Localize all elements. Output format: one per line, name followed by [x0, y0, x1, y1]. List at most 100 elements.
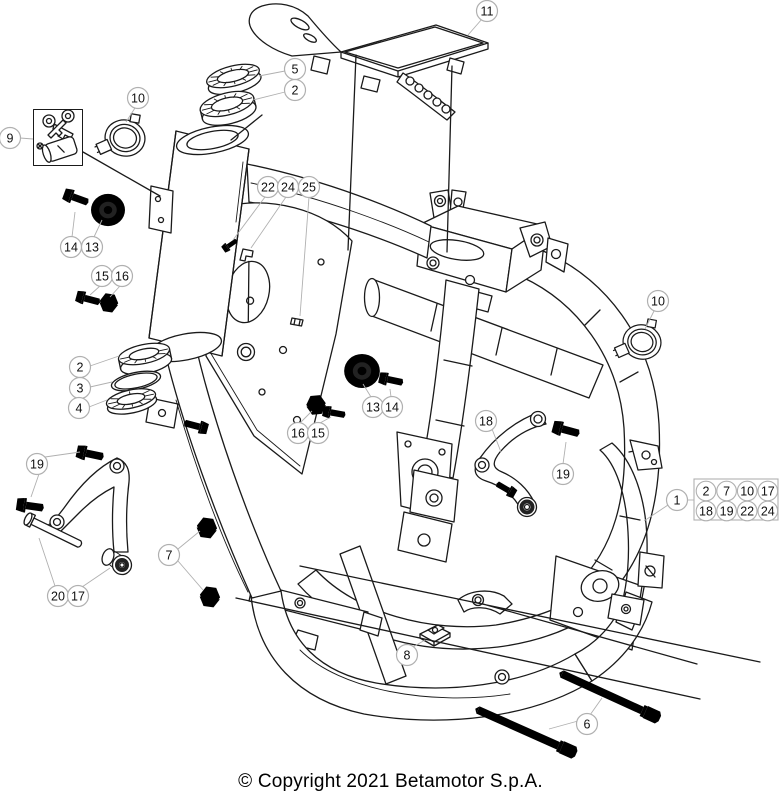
- callout-circle[interactable]: [0, 126, 22, 150]
- legend-callout-24[interactable]: 24: [757, 500, 779, 522]
- legend-callout-19[interactable]: 19: [716, 500, 737, 522]
- callout-number: 19: [556, 467, 570, 481]
- bolt-part-19-right: [551, 419, 582, 441]
- leader-line: [232, 196, 266, 241]
- legend-number: 7: [723, 484, 730, 498]
- callout-25-7[interactable]: 25: [297, 175, 321, 199]
- callout-circle[interactable]: [646, 289, 670, 313]
- callout-2-12[interactable]: 2: [68, 355, 92, 379]
- callout-circle[interactable]: [110, 264, 134, 288]
- callout-circle[interactable]: [474, 409, 498, 433]
- leader-line: [299, 410, 313, 424]
- bolt-part-15-mid: [321, 405, 347, 421]
- engine-bracket-left: [45, 457, 130, 553]
- callout-24-6[interactable]: 24: [276, 175, 300, 199]
- callout-16-11[interactable]: 16: [110, 264, 134, 288]
- leader-line: [250, 196, 287, 249]
- callout-number: 24: [281, 180, 295, 194]
- leader-line: [362, 383, 372, 398]
- callout-circle[interactable]: [67, 396, 91, 420]
- legend-callout-22[interactable]: 22: [736, 500, 758, 522]
- callout-circle[interactable]: [380, 395, 404, 419]
- callout-number: 13: [85, 240, 99, 254]
- callout-9-4[interactable]: 9: [0, 126, 22, 150]
- guard-plate-part-1: [599, 439, 665, 631]
- legend-circle[interactable]: [757, 500, 779, 522]
- legend-circle[interactable]: [695, 500, 717, 522]
- leader-line: [491, 428, 502, 453]
- frame-cross-tube: [363, 277, 604, 399]
- alignment-lines: [82, 54, 761, 700]
- callout-number: 1: [674, 493, 681, 507]
- leader-line: [30, 473, 40, 498]
- callout-20-25[interactable]: 20: [46, 584, 70, 608]
- callout-circle[interactable]: [306, 421, 330, 445]
- callout-14-8[interactable]: 14: [59, 235, 83, 259]
- mount-plate-near-8: [457, 590, 513, 615]
- callout-circle[interactable]: [157, 543, 181, 567]
- legend-callout-17[interactable]: 17: [757, 480, 779, 502]
- legend-callout-18[interactable]: 18: [695, 500, 717, 522]
- callout-16-18[interactable]: 16: [286, 421, 310, 445]
- callout-14-17[interactable]: 14: [380, 395, 404, 419]
- callout-13-16[interactable]: 13: [361, 395, 385, 419]
- leader-line: [81, 567, 111, 588]
- callout-circle[interactable]: [297, 175, 321, 199]
- callout-circle[interactable]: [126, 86, 150, 110]
- callout-4-14[interactable]: 4: [67, 396, 91, 420]
- leader-line: [19, 137, 34, 140]
- callout-number: 25: [302, 180, 316, 194]
- callout-5-1[interactable]: 5: [283, 57, 307, 81]
- callout-circle[interactable]: [575, 712, 599, 736]
- legend-circle[interactable]: [716, 500, 737, 522]
- callout-circle[interactable]: [395, 643, 419, 667]
- callout-3-13[interactable]: 3: [68, 376, 92, 400]
- leader-line: [93, 219, 103, 238]
- leader-line: [89, 381, 113, 388]
- callout-15-10[interactable]: 15: [90, 264, 114, 288]
- frame-mid-down-tube: [396, 279, 480, 563]
- callout-6-28[interactable]: 6: [575, 712, 599, 736]
- callout-10-15[interactable]: 10: [646, 289, 670, 313]
- callout-18-20[interactable]: 18: [474, 409, 498, 433]
- callout-15-19[interactable]: 15: [306, 421, 330, 445]
- callout-8-27[interactable]: 8: [395, 643, 419, 667]
- callout-13-9[interactable]: 13: [80, 235, 104, 259]
- callout-circle[interactable]: [25, 452, 49, 476]
- callout-circle[interactable]: [80, 235, 104, 259]
- leader-line: [71, 211, 76, 238]
- callout-number: 14: [385, 400, 399, 414]
- legend-number: 2: [703, 484, 710, 498]
- callout-19-21[interactable]: 19: [551, 462, 575, 486]
- callout-number: 8: [404, 648, 411, 662]
- callout-22-5[interactable]: 22: [256, 175, 280, 199]
- legend-circle[interactable]: [736, 500, 758, 522]
- handlebar-clamp-part-10-right: [612, 318, 662, 360]
- callout-10-3[interactable]: 10: [126, 86, 150, 110]
- callout-7-24[interactable]: 7: [157, 543, 181, 567]
- callout-number: 14: [64, 240, 78, 254]
- callout-circle[interactable]: [475, 0, 499, 23]
- leader-line: [412, 639, 426, 648]
- leader-line: [258, 70, 286, 77]
- legend-callout-10[interactable]: 10: [736, 480, 758, 502]
- callout-number: 15: [95, 269, 109, 283]
- bolt-part-19-top: [75, 444, 106, 464]
- callout-circle[interactable]: [551, 462, 575, 486]
- steering-bearing-part-2-upper: [199, 90, 257, 126]
- legend-callout-7[interactable]: 7: [716, 480, 737, 502]
- callout-circle[interactable]: [665, 488, 689, 512]
- legend-callout-2[interactable]: 2: [695, 480, 717, 502]
- callout-circle[interactable]: [283, 78, 307, 102]
- callout-2-2[interactable]: 2: [283, 78, 307, 102]
- callout-number: 17: [71, 589, 85, 603]
- callout-1-23[interactable]: 1: [665, 488, 689, 512]
- callout-circle[interactable]: [66, 584, 90, 608]
- long-bolt-part-6-front: [472, 702, 579, 760]
- callout-17-26[interactable]: 17: [66, 584, 90, 608]
- copyright-text: © Copyright 2021 Betamotor S.p.A.: [238, 771, 543, 792]
- callout-number: 4: [76, 401, 83, 415]
- callout-11-0[interactable]: 11: [475, 0, 499, 23]
- callout-19-22[interactable]: 19: [25, 452, 49, 476]
